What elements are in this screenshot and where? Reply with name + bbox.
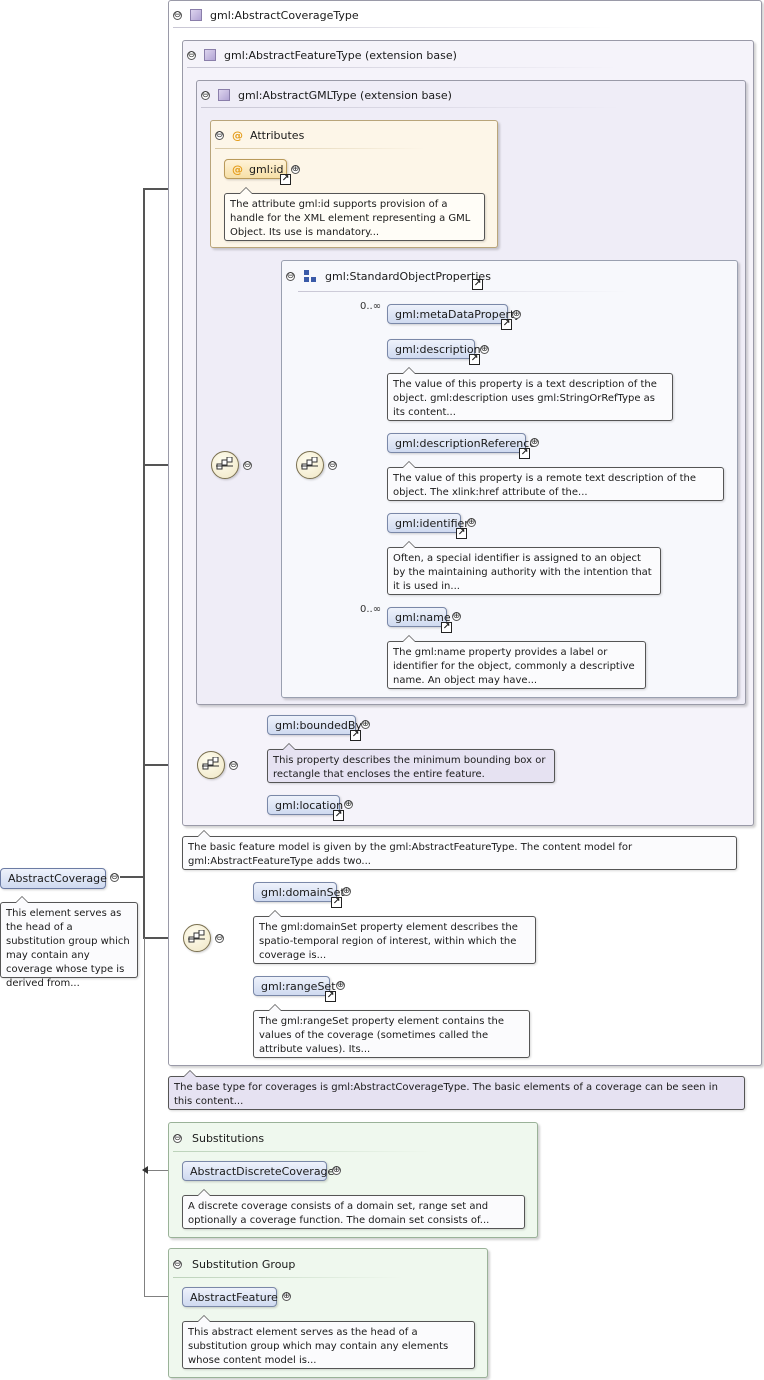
attribute-gml-id-note: The attribute gml:id supports provision …: [224, 187, 485, 241]
element-descriptionreference[interactable]: gml:descriptionReference: [387, 433, 536, 453]
root-to-trunk: [120, 876, 145, 878]
divider: [298, 291, 628, 292]
domainset-note: The gml:domainSet property element descr…: [253, 910, 536, 964]
trunk-to-seq4: [143, 937, 183, 939]
collapse-icon[interactable]: ⊖: [243, 460, 252, 470]
reference-arrow-icon[interactable]: ↗: [280, 174, 291, 185]
collapse-icon[interactable]: ⊖: [110, 872, 119, 882]
group-title: Substitutions: [192, 1131, 265, 1145]
root-element-note: This element serves as the head of a sub…: [0, 896, 138, 989]
abstractdiscretecoverage-note: A discrete coverage consists of a domain…: [182, 1189, 525, 1229]
subst-line: [144, 938, 145, 1296]
collapse-icon[interactable]: ⊖: [173, 1132, 182, 1143]
reference-arrow-icon[interactable]: ↗: [469, 354, 480, 365]
collapse-icon[interactable]: ⊖: [229, 760, 238, 770]
divider: [215, 148, 425, 149]
divider: [187, 67, 617, 68]
description-reference-note: The value of this property is a remote t…: [387, 461, 724, 501]
group-title: gml:StandardObjectProperties: [325, 269, 491, 283]
expand-icon[interactable]: ⊕: [480, 344, 489, 354]
at-sign-icon: @: [232, 128, 243, 142]
element-rangeset[interactable]: gml:rangeSet: [253, 976, 336, 996]
expand-icon[interactable]: ⊕: [336, 980, 345, 990]
element-description[interactable]: gml:description: [387, 339, 481, 359]
abstract-feature-type-note: The basic feature model is given by the …: [182, 830, 737, 870]
abstractfeature-note: This abstract element serves as the head…: [182, 1315, 475, 1369]
expand-icon[interactable]: ⊕: [344, 799, 353, 809]
reference-arrow-icon[interactable]: ↗: [331, 897, 342, 908]
divider: [173, 27, 613, 28]
collapse-icon[interactable]: ⊖: [201, 89, 210, 100]
divider: [173, 1151, 433, 1152]
collapse-icon[interactable]: ⊖: [215, 129, 224, 140]
attribute-gml-id[interactable]: @ gml:id: [224, 159, 287, 179]
collapse-icon[interactable]: ⊖: [173, 1258, 182, 1269]
sequence-compositor-icon[interactable]: [197, 751, 225, 779]
collapse-icon[interactable]: ⊖: [215, 933, 224, 943]
divider: [201, 107, 621, 108]
reference-arrow-icon[interactable]: ↗: [325, 991, 336, 1002]
reference-arrow-icon[interactable]: ↗: [501, 319, 512, 330]
reference-arrow-icon[interactable]: ↗: [456, 528, 467, 539]
reference-arrow-icon[interactable]: ↗: [472, 279, 483, 290]
element-location[interactable]: gml:location: [267, 795, 343, 815]
name-note: The gml:name property provides a label o…: [387, 635, 646, 689]
sequence-compositor-icon[interactable]: [211, 451, 239, 479]
group-title: gml:AbstractCoverageType: [210, 8, 359, 22]
type-icon: [190, 9, 202, 21]
expand-icon[interactable]: ⊕: [342, 886, 351, 896]
expand-icon[interactable]: ⊕: [452, 611, 461, 621]
reference-arrow-icon[interactable]: ↗: [350, 730, 361, 741]
reference-arrow-icon[interactable]: ↗: [519, 448, 530, 459]
reference-arrow-icon[interactable]: ↗: [441, 622, 452, 633]
substitution-link: [144, 1170, 182, 1171]
expand-icon[interactable]: ⊕: [467, 517, 476, 527]
element-metadataproperty[interactable]: gml:metaDataProperty: [387, 304, 521, 324]
trunk-line: [143, 188, 145, 938]
at-sign-icon: @: [232, 162, 243, 176]
sequence-compositor-icon[interactable]: [183, 924, 211, 952]
group-title: Attributes: [250, 128, 305, 142]
group-title: gml:AbstractFeatureType (extension base): [224, 48, 457, 62]
rangeset-note: The gml:rangeSet property element contai…: [253, 1004, 530, 1058]
occurrence-label: 0..∞: [360, 604, 382, 615]
sequence-compositor-icon[interactable]: [296, 451, 324, 479]
element-boundedby[interactable]: gml:boundedBy: [267, 715, 362, 735]
group-icon: [304, 270, 316, 282]
arrow-left-icon: [142, 1166, 148, 1174]
root-element-abstractcoverage[interactable]: AbstractCoverage: [0, 868, 107, 889]
identifier-note: Often, a special identifier is assigned …: [387, 541, 661, 595]
type-icon: [204, 49, 216, 61]
expand-icon[interactable]: ⊕: [530, 437, 539, 447]
occurrence-label: 0..∞: [360, 301, 382, 312]
expand-icon[interactable]: ⊕: [332, 1165, 341, 1175]
element-domainset[interactable]: gml:domainSet: [253, 882, 345, 902]
expand-icon[interactable]: ⊕: [512, 309, 521, 319]
subst-group-link: [144, 1296, 182, 1297]
expand-icon[interactable]: ⊕: [282, 1291, 291, 1301]
element-abstractfeature[interactable]: AbstractFeature: [182, 1287, 278, 1307]
reference-arrow-icon[interactable]: ↗: [333, 810, 344, 821]
group-title: gml:AbstractGMLType (extension base): [238, 88, 452, 102]
element-name[interactable]: gml:name: [387, 607, 451, 627]
boundedby-note: This property describes the minimum boun…: [267, 743, 555, 783]
divider: [173, 1277, 403, 1278]
collapse-icon[interactable]: ⊖: [173, 9, 182, 20]
collapse-icon[interactable]: ⊖: [328, 460, 337, 470]
element-abstractdiscretecoverage[interactable]: AbstractDiscreteCoverage: [182, 1161, 334, 1181]
group-title: Substitution Group: [192, 1257, 296, 1271]
element-identifier[interactable]: gml:identifier: [387, 513, 469, 533]
expand-icon[interactable]: ⊕: [291, 164, 300, 174]
expand-icon[interactable]: ⊕: [361, 719, 370, 729]
description-note: The value of this property is a text des…: [387, 367, 673, 421]
collapse-icon[interactable]: ⊖: [187, 49, 196, 60]
collapse-icon[interactable]: ⊖: [286, 270, 295, 281]
abstract-coverage-type-note: The base type for coverages is gml:Abstr…: [168, 1070, 745, 1110]
type-icon: [218, 89, 230, 101]
